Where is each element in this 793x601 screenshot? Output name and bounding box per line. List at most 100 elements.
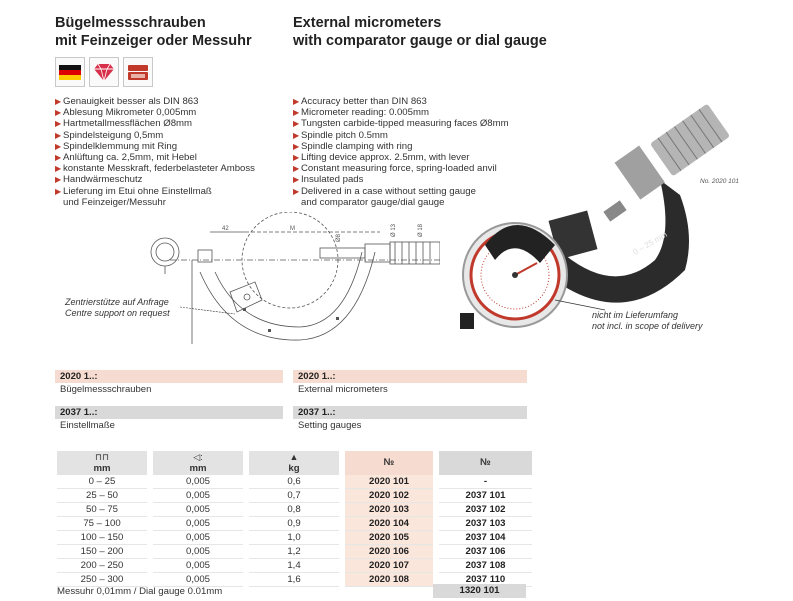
header-range: ⊓⊓ mm <box>57 451 147 475</box>
feature-item: ▶Spindle clamping with ring <box>293 140 413 152</box>
cell-range: 0 – 25 <box>57 475 147 489</box>
cell-weight: 0,9 <box>249 517 339 531</box>
cell-weight: 0,7 <box>249 489 339 503</box>
cell-reading: 0,005 <box>153 559 243 573</box>
diamond-icon <box>89 57 119 87</box>
gauge-label-de: Einstellmaße <box>60 420 115 431</box>
cell-weight: 1,2 <box>249 545 339 559</box>
micrometer-code-bar-de: 2020 1..: <box>55 370 283 383</box>
support-note: Zentrierstütze auf Anfrage Centre suppor… <box>65 297 170 319</box>
feature-item: ▶Insulated pads <box>293 174 364 186</box>
cell-range: 200 – 250 <box>57 559 147 573</box>
cell-range: 150 – 200 <box>57 545 147 559</box>
technical-drawing: 42 M Ø8 Ø 13 Ø 18 <box>150 212 440 344</box>
feature-item: ▶Lieferung im Etui ohne Einstellmaß <box>55 185 212 197</box>
title-english: External micrometers with comparator gau… <box>293 14 547 50</box>
header-weight: ▲ kg <box>249 451 339 475</box>
cell-number-micrometer: 2020 107 <box>345 559 433 573</box>
feature-item: ▶Accuracy better than DIN 863 <box>293 96 427 107</box>
title-german: Bügelmessschrauben mit Feinzeiger oder M… <box>55 14 252 50</box>
cell-weight: 1,6 <box>249 573 339 587</box>
cell-reading: 0,005 <box>153 503 243 517</box>
range-caliper-icon: ⊓⊓ <box>94 452 110 462</box>
drawing-dim-m: M <box>290 226 295 232</box>
cell-number-gauge: 2037 106 <box>439 545 532 559</box>
cell-range: 250 – 300 <box>57 573 147 587</box>
feature-item: ▶Handwärmeschutz <box>55 174 143 186</box>
reading-angle-icon: ◁: <box>193 452 203 462</box>
feature-item: ▶Hartmetallmessflächen Ø8mm <box>55 118 193 130</box>
micrometer-label-de: Bügelmessschrauben <box>60 384 152 395</box>
cell-number-gauge: 2037 108 <box>439 559 532 573</box>
product-photo: 0 – 25 mm <box>460 104 729 329</box>
header-reading: ◁: mm <box>153 451 243 475</box>
cell-number-micrometer: 2020 105 <box>345 531 433 545</box>
gauge-code-bar-en: 2037 1..: <box>293 406 527 419</box>
cell-number-micrometer: 2020 104 <box>345 517 433 531</box>
dial-gauge-footer-label: Messuhr 0,01mm / Dial gauge 0.01mm <box>57 586 223 597</box>
feature-item-continuation: and comparator gauge/dial gauge <box>301 196 445 208</box>
table-row: 25 – 50 0,005 0,7 2020 102 2037 101 <box>57 489 532 503</box>
feature-item: ▶Micrometer reading: 0.005mm <box>293 107 429 119</box>
gauge-code-bar-de: 2037 1..: <box>55 406 283 419</box>
header-number-gauge: № <box>439 451 532 475</box>
cell-range: 25 – 50 <box>57 489 147 503</box>
delivery-note-german: nicht im Lieferumfang <box>592 310 679 320</box>
features-german: ▶Genauigkeit besser als DIN 863 ▶Ablesun… <box>55 96 280 208</box>
feature-item: ▶konstante Messkraft, federbelasteter Am… <box>55 163 255 175</box>
cell-reading: 0,005 <box>153 573 243 587</box>
table-row: 150 – 200 0,005 1,2 2020 106 2037 106 <box>57 545 532 559</box>
feature-item: ▶Lifting device approx. 2.5mm, with leve… <box>293 152 470 164</box>
delivery-note-english: not incl. in scope of delivery <box>592 321 703 331</box>
cell-number-gauge: 2037 103 <box>439 517 532 531</box>
flag-germany-icon <box>55 57 85 87</box>
cell-reading: 0,005 <box>153 531 243 545</box>
cell-number-micrometer: 2020 101 <box>345 475 433 489</box>
cell-weight: 1,0 <box>249 531 339 545</box>
feature-item: ▶Spindle pitch 0.5mm <box>293 129 388 141</box>
header-number-micrometer: № <box>345 451 433 475</box>
gauge-label-en: Setting gauges <box>298 420 362 431</box>
feature-item: ▶Genauigkeit besser als DIN 863 <box>55 96 199 107</box>
cell-number-gauge: 2037 101 <box>439 489 532 503</box>
cell-reading: 0,005 <box>153 475 243 489</box>
micrometer-code-bar-en: 2020 1..: <box>293 370 527 383</box>
feature-item: ▶Tungsten carbide-tipped measuring faces… <box>293 118 509 130</box>
support-note-german: Zentrierstütze auf Anfrage <box>65 297 169 307</box>
dial-gauge-footer-value: 1320 101 <box>433 584 526 598</box>
cell-weight: 0,8 <box>249 503 339 517</box>
drawing-dim-42: 42 <box>222 226 229 232</box>
product-number: No. 2020 101 <box>700 178 740 185</box>
micrometer-label-en: External micrometers <box>298 384 388 395</box>
title-german-line1: Bügelmessschrauben <box>55 15 206 31</box>
feature-item: ▶Constant measuring force, spring-loaded… <box>293 163 497 175</box>
support-note-english: Centre support on request <box>65 308 170 318</box>
cell-number-gauge: - <box>439 475 532 489</box>
feature-icons <box>55 57 153 87</box>
title-german-line2: mit Feinzeiger oder Messuhr <box>55 33 252 49</box>
delivery-note: nicht im Lieferumfang not incl. in scope… <box>592 310 703 332</box>
cell-number-micrometer: 2020 108 <box>345 573 433 587</box>
features-english: ▶Accuracy better than DIN 863 ▶Micromete… <box>293 96 533 208</box>
cell-weight: 0,6 <box>249 475 339 489</box>
cell-range: 75 – 100 <box>57 517 147 531</box>
title-english-line1: External micrometers <box>293 15 442 31</box>
cell-weight: 1,4 <box>249 559 339 573</box>
cell-number-gauge: 2037 102 <box>439 503 532 517</box>
cell-number-micrometer: 2020 106 <box>345 545 433 559</box>
drawing-dim-d3: Ø 18 <box>418 223 424 237</box>
table-row: 50 – 75 0,005 0,8 2020 103 2037 102 <box>57 503 532 517</box>
cell-number-micrometer: 2020 103 <box>345 503 433 517</box>
table-row: 75 – 100 0,005 0,9 2020 104 2037 103 <box>57 517 532 531</box>
table-row: 100 – 150 0,005 1,0 2020 105 2037 104 <box>57 531 532 545</box>
table-row: 0 – 25 0,005 0,6 2020 101 - <box>57 475 532 489</box>
feature-item: ▶Ablesung Mikrometer 0,005mm <box>55 107 197 119</box>
drawing-dim-d2: Ø 13 <box>391 223 397 237</box>
cell-range: 50 – 75 <box>57 503 147 517</box>
feature-item: ▶Anlüftung ca. 2,5mm, mit Hebel <box>55 152 197 164</box>
drawing-dim-d1: Ø8 <box>336 233 342 242</box>
title-english-line2: with comparator gauge or dial gauge <box>293 33 547 49</box>
cell-reading: 0,005 <box>153 489 243 503</box>
weight-icon: ▲ <box>289 452 299 462</box>
feature-item: ▶Spindelklemmung mit Ring <box>55 140 178 152</box>
